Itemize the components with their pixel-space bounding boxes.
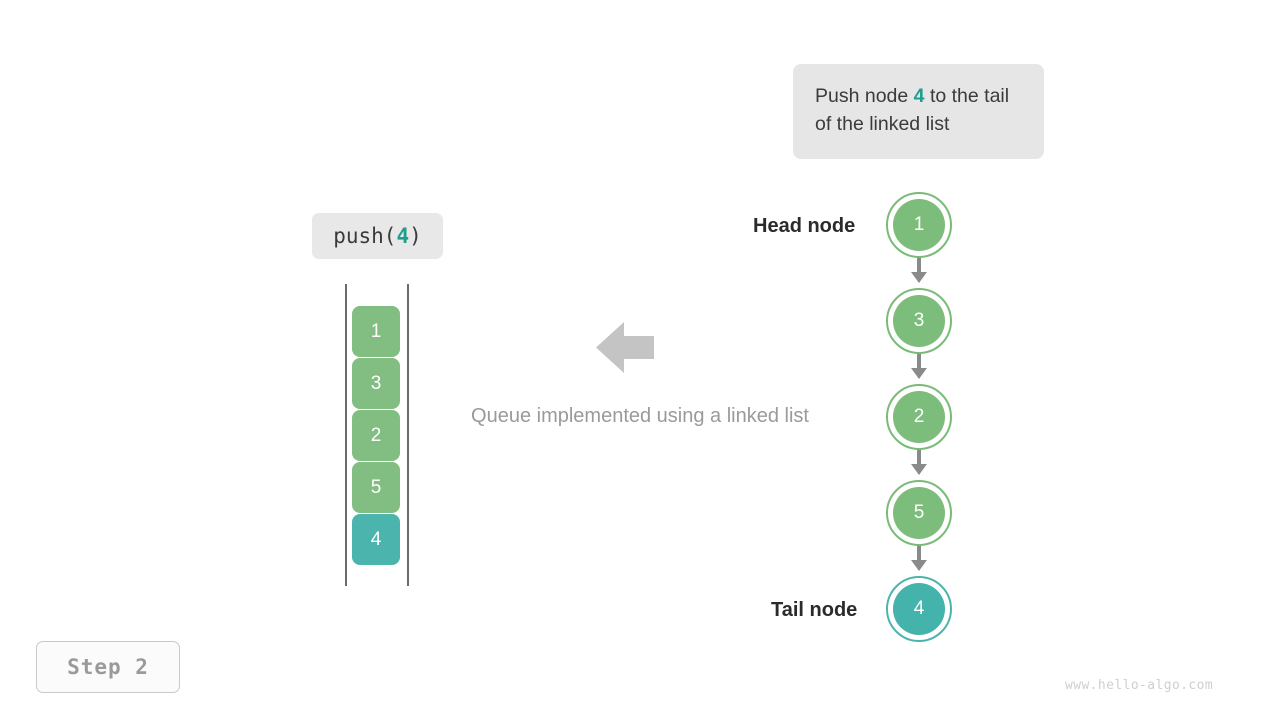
queue-rail-left (345, 284, 347, 586)
operation-label: push(4) (312, 213, 443, 259)
linked-list-view: 1 3 2 5 4 (886, 192, 954, 644)
queue-cell-highlighted: 4 (352, 514, 400, 565)
queue-cell-value: 4 (370, 528, 382, 550)
callout-suffix: to the tail of the linked list (815, 85, 1010, 136)
queue-cell: 2 (352, 410, 400, 461)
queue-array-view: 1 3 2 5 4 (345, 284, 409, 586)
queue-cell: 3 (352, 358, 400, 409)
operation-argument: 4 (396, 224, 410, 248)
node-value: 1 (913, 214, 925, 235)
operation-suffix: ) (409, 224, 422, 248)
queue-rail-right (407, 284, 409, 586)
node-link (917, 256, 921, 276)
linked-list-node: 3 (886, 288, 952, 354)
head-node-label: Head node (753, 215, 856, 237)
linked-list-node-highlighted: 4 (886, 576, 952, 642)
node-value: 4 (913, 598, 925, 619)
down-arrow-icon (911, 272, 927, 283)
node-disc: 2 (893, 391, 945, 443)
watermark: www.hello-algo.com (1065, 678, 1214, 693)
down-arrow-icon (911, 368, 927, 379)
node-link (917, 448, 921, 468)
down-arrow-icon (911, 560, 927, 571)
left-arrow-icon (596, 320, 654, 375)
callout-highlight-value: 4 (913, 85, 925, 107)
queue-cell-value: 5 (370, 476, 382, 498)
queue-cell: 5 (352, 462, 400, 513)
callout-prefix: Push node (815, 85, 914, 107)
queue-cell-value: 2 (370, 424, 382, 446)
operation-prefix: push( (333, 224, 397, 248)
diagram-caption: Queue implemented using a linked list (471, 405, 809, 427)
down-arrow-icon (911, 464, 927, 475)
queue-cell-value: 1 (370, 320, 382, 342)
tail-node-label: Tail node (771, 599, 858, 621)
queue-cell-value: 3 (370, 372, 382, 394)
node-disc: 1 (893, 199, 945, 251)
callout-box: Push node 4 to the tail of the linked li… (793, 64, 1044, 159)
node-value: 2 (913, 406, 925, 427)
step-badge: Step 2 (36, 641, 180, 693)
node-disc: 5 (893, 487, 945, 539)
node-value: 5 (913, 502, 925, 523)
node-link (917, 544, 921, 564)
node-disc: 3 (893, 295, 945, 347)
linked-list-node: 2 (886, 384, 952, 450)
linked-list-node: 1 (886, 192, 952, 258)
linked-list-node: 5 (886, 480, 952, 546)
node-link (917, 352, 921, 372)
queue-cell-list: 1 3 2 5 4 (352, 306, 400, 565)
node-disc: 4 (893, 583, 945, 635)
node-value: 3 (913, 310, 925, 331)
queue-cell: 1 (352, 306, 400, 357)
